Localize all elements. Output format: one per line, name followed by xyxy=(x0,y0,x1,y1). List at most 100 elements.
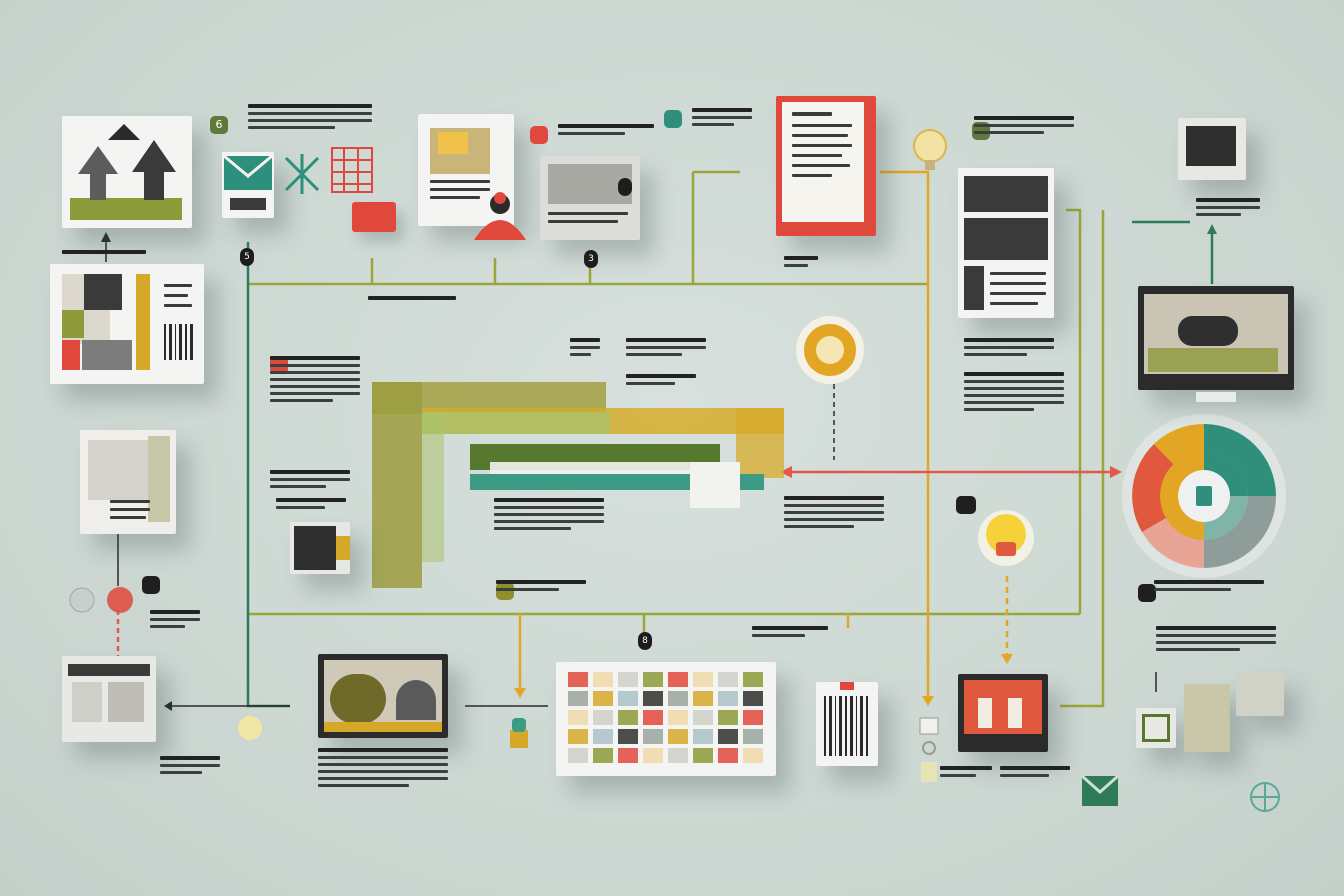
ribbon-olive-left xyxy=(372,382,422,588)
text-line-group xyxy=(1156,626,1276,655)
ribbon-mustard-drop xyxy=(736,408,784,478)
olive-right-riser xyxy=(1066,208,1082,614)
network-icon xyxy=(284,154,320,194)
collage-mustard-strip xyxy=(136,274,150,370)
pin-marker xyxy=(618,178,632,196)
photo-frame-card xyxy=(318,654,448,738)
collage-red-block xyxy=(62,340,80,370)
text-line-group xyxy=(318,748,448,791)
pin-marker: 8 xyxy=(638,632,652,650)
d-badge-icon xyxy=(1138,584,1156,602)
file-small-card-2 xyxy=(1236,672,1284,716)
text-line-group xyxy=(276,498,346,513)
grid-cell xyxy=(693,691,713,706)
grid-cell xyxy=(693,710,713,725)
text-line-group xyxy=(626,338,706,360)
grid-cell xyxy=(693,672,713,687)
grid-cell xyxy=(593,672,613,687)
text-line-group xyxy=(494,498,604,534)
grid-cell xyxy=(643,672,663,687)
document-icon xyxy=(782,102,864,222)
red-document-card xyxy=(776,96,876,236)
ribbon-white-block xyxy=(690,462,740,508)
lightbulb-icon xyxy=(238,129,1034,740)
bulb-top xyxy=(913,129,947,163)
grid-cell xyxy=(743,710,763,725)
pin-marker: 5 xyxy=(240,248,254,266)
file-small-card xyxy=(1184,684,1230,752)
grid-cell xyxy=(568,748,588,763)
grid-cell xyxy=(618,672,638,687)
text-line-group xyxy=(784,256,818,271)
donut-chart-icon xyxy=(1122,414,1286,578)
grid-cell xyxy=(618,729,638,744)
text-line-group xyxy=(248,104,372,133)
collage-grey-block xyxy=(82,340,132,370)
grid-cell xyxy=(668,748,688,763)
grid-cell xyxy=(618,710,638,725)
text-line-group xyxy=(974,116,1074,138)
ribbon-white-strip xyxy=(490,462,690,474)
grid-cell xyxy=(593,691,613,706)
text-line-group xyxy=(150,610,200,632)
grid-cell xyxy=(743,729,763,744)
grid-cell xyxy=(568,672,588,687)
text-document-card xyxy=(958,168,1054,318)
text-line-group xyxy=(368,296,456,304)
olive-badge-icon xyxy=(496,582,514,600)
red-arrowhead-right xyxy=(1110,466,1122,478)
monitor-icon xyxy=(1138,286,1294,390)
calendar-grid-card xyxy=(556,662,776,776)
grid-cell xyxy=(743,748,763,763)
grid-cell xyxy=(718,672,738,687)
grid-cell xyxy=(668,672,688,687)
olive-connectors xyxy=(248,170,1105,708)
text-line-group xyxy=(570,338,600,360)
grid-cell xyxy=(618,748,638,763)
text-line-group xyxy=(62,250,146,258)
ribbon-lightgreen xyxy=(422,412,610,434)
grid-cell xyxy=(568,729,588,744)
grid-cell xyxy=(593,748,613,763)
teal-badge-icon xyxy=(664,110,682,128)
bulb-top-base xyxy=(925,160,935,170)
bulb-medallion-center xyxy=(816,336,844,364)
text-line-group xyxy=(784,496,884,532)
bulb-2-base xyxy=(996,542,1016,556)
bulb-3 xyxy=(238,716,262,740)
grid-cell xyxy=(568,691,588,706)
bar-chart-icon xyxy=(331,147,373,193)
document-stack-left xyxy=(80,430,176,534)
collage-olive-block xyxy=(62,310,84,338)
key-icon xyxy=(919,717,939,782)
text-line-group xyxy=(964,338,1054,360)
grid-cell xyxy=(643,710,663,725)
collage-card-left xyxy=(50,264,204,384)
grid-cell xyxy=(718,748,738,763)
ribbon-lightgreen-down xyxy=(422,412,444,562)
central-ribbon xyxy=(372,382,784,588)
arrows-up-card xyxy=(62,116,192,228)
dark-arrowhead-up xyxy=(101,232,111,242)
chart-small-card xyxy=(1136,708,1176,748)
donut-center-doc xyxy=(1196,486,1212,506)
grid-cell xyxy=(718,710,738,725)
building-card xyxy=(62,656,156,742)
grid-cell xyxy=(668,710,688,725)
text-line-group xyxy=(752,626,828,641)
envelope-icon xyxy=(1081,774,1119,806)
mail-icon xyxy=(223,154,273,210)
text-line-group xyxy=(1000,766,1070,781)
text-line-group xyxy=(692,108,752,130)
orange-arrowhead xyxy=(514,688,526,698)
cloud-badge-icon xyxy=(956,496,976,514)
grid-cell xyxy=(693,748,713,763)
badge-6-icon: 6 xyxy=(210,116,228,134)
mail-card xyxy=(222,152,274,218)
text-line-group xyxy=(270,356,360,406)
arrows-up-icon xyxy=(70,124,182,220)
barcode-icon xyxy=(164,324,193,360)
orange-arrowhead-2 xyxy=(922,696,934,706)
grid-cell xyxy=(643,748,663,763)
